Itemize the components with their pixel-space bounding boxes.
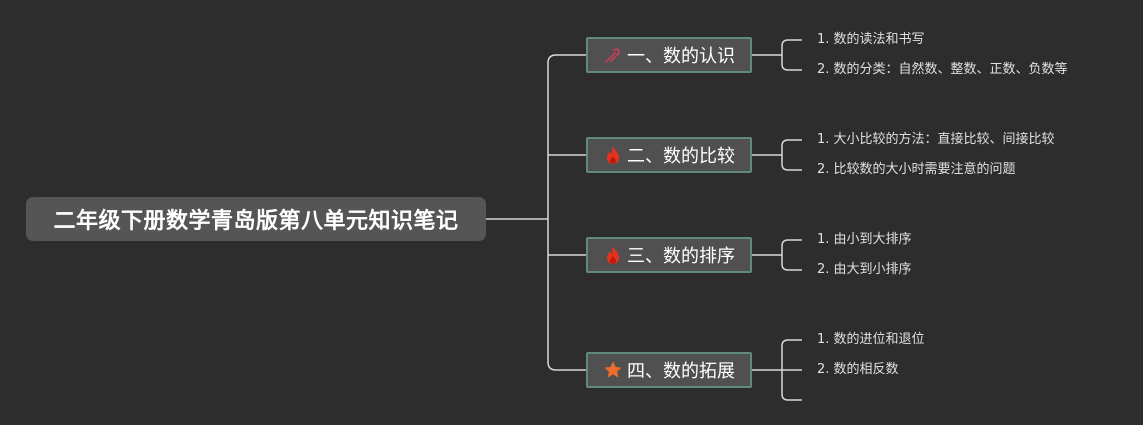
subtopic-1-2[interactable]: 2. 数的分类：自然数、整数、正数、负数等 [817,62,1068,77]
branch-topic-1[interactable]: 一、数的认识 [586,37,752,73]
subtopic-4-2[interactable]: 2. 数的相反数 [817,362,899,377]
root-topic-label: 二年级下册数学青岛版第八单元知识笔记 [53,209,459,234]
branch-topic-2[interactable]: 二、数的比较 [586,137,752,173]
branch-3-bracket [781,239,802,271]
branch-topic-4[interactable]: 四、数的拓展 [586,352,752,388]
subtopic-3-2[interactable]: 2. 由大到小排序 [817,262,912,277]
subtopic-2-2[interactable]: 2. 比较数的大小时需要注意的问题 [817,162,1016,177]
tools-icon [603,45,623,65]
subtopic-2-1[interactable]: 1. 大小比较的方法：直接比较、间接比较 [817,132,1055,147]
main-trunk [547,54,586,371]
fire-icon [603,245,623,265]
subtopic-3-1[interactable]: 1. 由小到大排序 [817,232,912,247]
branch-topic-3[interactable]: 三、数的排序 [586,237,752,273]
star-icon [603,360,623,380]
branch-1-bracket [781,39,802,71]
root-topic[interactable]: 二年级下册数学青岛版第八单元知识笔记 [26,197,486,241]
branch-topic-3-label: 三、数的排序 [627,246,735,267]
subtopic-1-1[interactable]: 1. 数的读法和书写 [817,32,925,47]
branch-2-bracket [781,139,802,171]
branch-topic-1-label: 一、数的认识 [627,46,735,67]
branch-topic-2-label: 二、数的比较 [627,146,735,167]
subtopic-4-1[interactable]: 1. 数的进位和退位 [817,332,925,347]
fire-icon [603,145,623,165]
branch-topic-4-label: 四、数的拓展 [627,361,735,382]
branch-4-bracket [781,339,802,401]
